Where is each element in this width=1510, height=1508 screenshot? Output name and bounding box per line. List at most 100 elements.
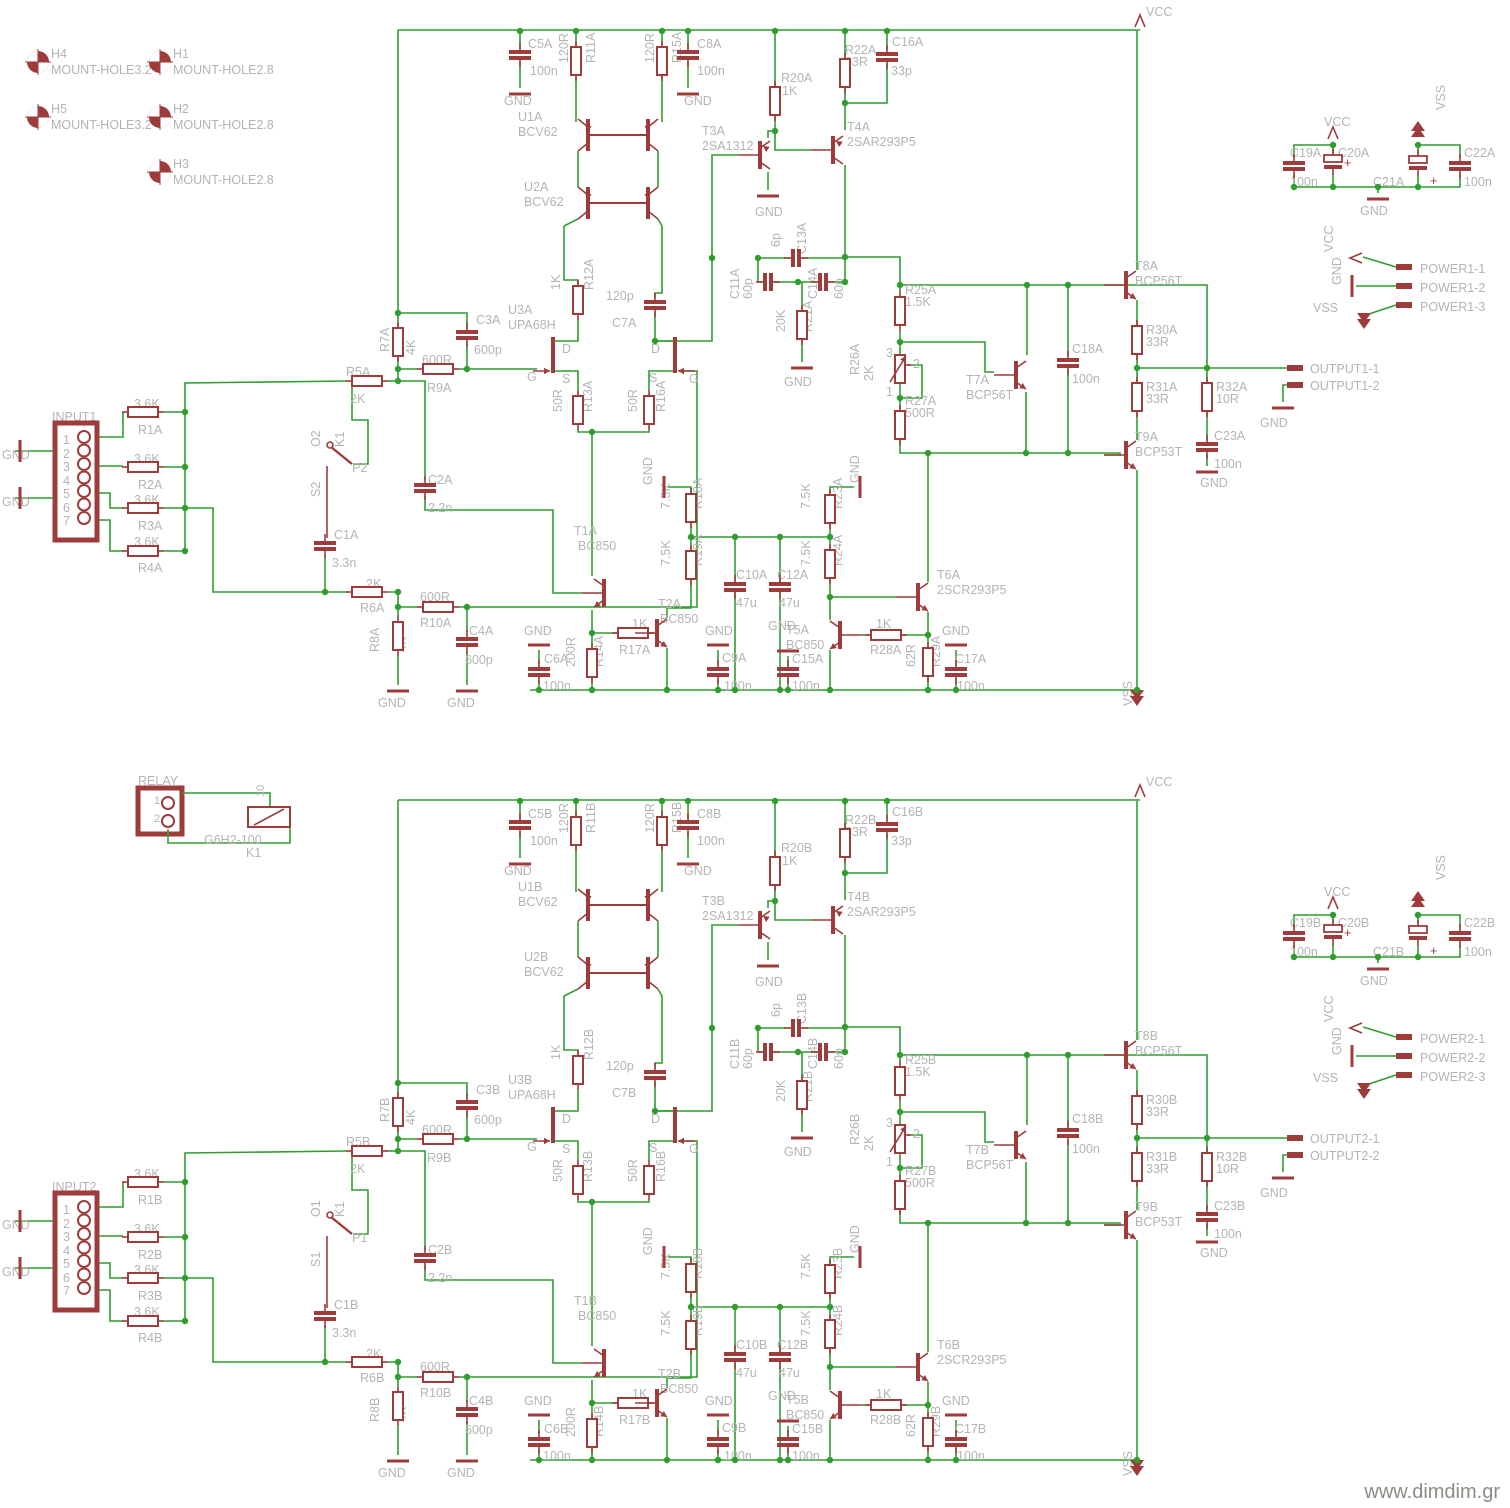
resistor xyxy=(824,549,836,579)
connector-pin xyxy=(77,497,91,512)
resistor xyxy=(769,86,781,116)
wire xyxy=(97,492,123,509)
label: 4K xyxy=(404,339,418,355)
label: 60p xyxy=(741,278,755,299)
label: C7B xyxy=(612,1086,636,1100)
label: POWER1-2 xyxy=(1420,281,1485,295)
label: S2 xyxy=(309,482,323,497)
label: R31B xyxy=(1146,1150,1177,1164)
wire xyxy=(654,1082,675,1112)
connector-pin xyxy=(77,484,91,498)
label: 7.5K xyxy=(799,540,813,566)
capacitor xyxy=(1283,937,1305,941)
label: U3A xyxy=(508,303,533,317)
label: R28B xyxy=(870,1413,901,1427)
label: 500R xyxy=(905,1176,935,1190)
wire-segment xyxy=(577,142,589,152)
label: 100n xyxy=(1072,1142,1100,1156)
resistor xyxy=(894,296,906,326)
junction-dot xyxy=(841,253,849,261)
resistor xyxy=(572,1055,584,1085)
arrowhead-icon xyxy=(1129,1232,1136,1239)
junction-dot xyxy=(731,533,739,541)
label: OUTPUT2-1 xyxy=(1310,1132,1380,1146)
label: R20B xyxy=(781,841,812,855)
wire-segment xyxy=(577,912,589,922)
capacitor xyxy=(1283,167,1305,171)
relay-coil xyxy=(253,808,285,826)
label: R22A xyxy=(845,43,877,57)
label: C14A xyxy=(806,267,820,299)
resistor xyxy=(351,1145,383,1157)
label: 100n xyxy=(530,834,558,848)
label: R17A xyxy=(619,643,651,657)
capacitor xyxy=(769,1352,791,1356)
wire xyxy=(424,1266,582,1364)
label: U3B xyxy=(508,1073,532,1087)
label: VCC xyxy=(1146,775,1172,789)
wire xyxy=(845,834,888,874)
junction-dot xyxy=(394,1373,402,1381)
junction-dot xyxy=(1329,183,1337,191)
junction-dot xyxy=(794,1048,802,1056)
junction-dot xyxy=(754,1024,762,1032)
pad xyxy=(1287,1135,1303,1141)
junction-dot xyxy=(883,27,891,35)
capacitor xyxy=(707,673,729,677)
label: 7.5K xyxy=(799,483,813,509)
wire-segment xyxy=(647,980,659,990)
connector-pin xyxy=(77,511,91,525)
label: R12A xyxy=(582,258,596,290)
resistor xyxy=(422,1133,454,1145)
capacitor xyxy=(797,1019,801,1037)
junction-dot xyxy=(394,1147,402,1155)
junction-dot xyxy=(651,1107,659,1115)
arrowhead-icon xyxy=(1129,1062,1136,1069)
label: R31A xyxy=(1146,380,1178,394)
relay-connector-box xyxy=(135,785,185,837)
resistor xyxy=(870,1399,902,1411)
mount-hole-icon xyxy=(160,172,171,183)
mount-hole-icon xyxy=(149,51,160,62)
capacitor xyxy=(456,330,478,334)
label: GND xyxy=(1330,257,1344,285)
arrowhead-icon xyxy=(1019,1152,1026,1159)
capacitor xyxy=(876,52,898,56)
label: C16A xyxy=(892,35,924,49)
arrowhead-icon xyxy=(678,1137,684,1145)
label: 1 xyxy=(886,385,893,399)
label: BC850 xyxy=(578,539,616,553)
label: R22B xyxy=(845,813,876,827)
label: R25B xyxy=(905,1053,936,1067)
junction-dot xyxy=(181,1233,189,1241)
junction-dot xyxy=(588,1456,596,1464)
label: R16A xyxy=(654,380,668,412)
label: T4A xyxy=(847,120,871,134)
label: POWER1-1 xyxy=(1420,262,1485,276)
label: 3 xyxy=(63,1230,70,1244)
label: 2.2n xyxy=(428,1271,452,1285)
junction-dot xyxy=(924,449,932,457)
label: 1K xyxy=(876,1387,892,1401)
junction-dot xyxy=(394,377,402,385)
label: 4 xyxy=(63,1244,70,1258)
junction-dot xyxy=(321,588,329,596)
label: R30A xyxy=(1146,323,1178,337)
junction-dot xyxy=(731,686,739,694)
capacitor xyxy=(1449,937,1471,941)
label: R11B xyxy=(584,803,598,833)
junction-dot xyxy=(794,278,802,286)
capacitor xyxy=(528,667,550,671)
wire xyxy=(553,1090,579,1112)
junction-dot xyxy=(651,337,659,345)
resistor xyxy=(570,46,582,76)
capacitor xyxy=(677,820,699,824)
label: 7 xyxy=(63,1284,70,1298)
mount-hole-icon xyxy=(38,117,49,128)
label: GND xyxy=(684,864,712,878)
vss-arrow-icon xyxy=(1130,1460,1144,1470)
capacitor xyxy=(769,582,791,586)
label: U2B xyxy=(524,950,548,964)
capacitor xyxy=(945,667,967,671)
